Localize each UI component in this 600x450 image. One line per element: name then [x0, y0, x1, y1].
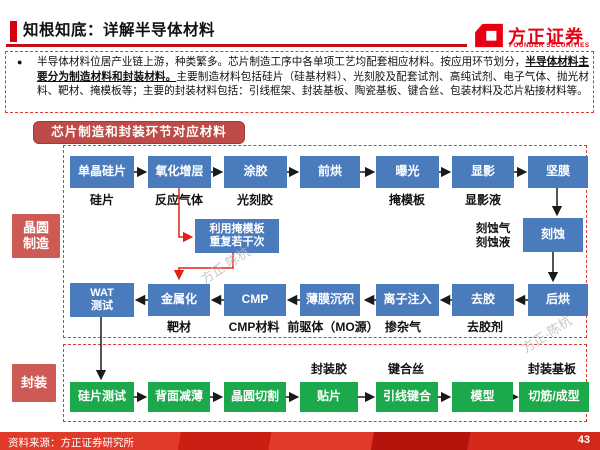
- footer-bar: 资料来源：方正证券研究所 43: [0, 432, 600, 450]
- node-wafer-dicing: 晶圆切割: [224, 382, 286, 412]
- node-mask-repeat-note: 利用掩模板 重复若干次: [195, 219, 279, 253]
- node-trim-form: 切筋/成型: [519, 382, 589, 412]
- source-note: 资料来源：方正证券研究所: [8, 437, 134, 449]
- material-package-substrate: 封装基板: [527, 362, 576, 376]
- intro-paragraph: 半导体材料位居产业链上游，种类繁多。芯片制造工序中各单项工艺均配套相应材料。按应…: [37, 55, 589, 99]
- node-oxidation: 氧化增层: [148, 156, 211, 188]
- page-title: 知根知底：详解半导体材料: [23, 22, 216, 39]
- node-postbake: 后烘: [528, 284, 588, 316]
- material-developer: 显影液: [464, 193, 501, 207]
- intro-part2: 主要制造材料包括硅片（硅基材料）、光刻胶及配套试剂、高纯试剂、电子气体、抛光材料…: [37, 70, 589, 98]
- diagram-banner: 芯片制造和封装环节对应材料: [33, 121, 245, 144]
- material-cmp-slurry: CMP材料: [228, 320, 280, 334]
- bullet-icon: ●: [17, 57, 23, 67]
- node-cmp: CMP: [224, 284, 286, 316]
- node-hardbake: 坚膜: [528, 156, 588, 188]
- node-etch: 刻蚀: [523, 218, 583, 252]
- intro-highlight: 半导体材料主要分为制造材料和封装材料。: [37, 56, 590, 83]
- node-develop: 显影: [452, 156, 514, 188]
- node-molding: 模型: [452, 382, 513, 412]
- node-strip: 去胶: [452, 284, 514, 316]
- node-exposure: 曝光: [376, 156, 439, 188]
- material-etch-gas-liquid: 刻蚀气 刻蚀液: [475, 223, 511, 250]
- logo-text-en: FOUNDER SECURITIES: [509, 42, 590, 49]
- material-dopant-gas: 掺杂气: [384, 320, 421, 334]
- title-accent-bar: [10, 21, 17, 42]
- node-mono-silicon-wafer: 单晶硅片: [70, 156, 134, 188]
- title-underline: [6, 44, 467, 47]
- material-molding-glue: 封装胶: [310, 362, 347, 376]
- node-die-attach: 贴片: [300, 382, 358, 412]
- wafer-fab-region-border: [63, 145, 587, 338]
- node-thin-film-deposition: 薄膜沉积: [300, 284, 360, 316]
- intro-text-box: ● 半导体材料位居产业链上游，种类繁多。芯片制造工序中各单项工艺均配套相应材料。…: [5, 51, 594, 113]
- section-label-wafer-fab: 晶圆 制造: [12, 214, 60, 258]
- page-number: 43: [577, 434, 590, 446]
- material-bonding-wire: 键合丝: [387, 362, 424, 376]
- logo-text-cn: 方正证券: [508, 27, 584, 47]
- material-target: 靶材: [166, 320, 191, 334]
- material-reaction-gas: 反应气体: [154, 193, 203, 207]
- node-metallization: 金属化: [148, 284, 210, 316]
- material-stripper: 去胶剂: [466, 320, 503, 334]
- node-back-grinding: 背面减薄: [148, 382, 210, 412]
- node-coating: 涂胶: [224, 156, 287, 188]
- section-label-packaging: 封装: [12, 364, 56, 402]
- node-wire-bonding: 引线键合: [376, 382, 438, 412]
- intro-part1: 半导体材料位居产业链上游，种类繁多。芯片制造工序中各单项工艺均配套相应材料。按应…: [37, 56, 526, 68]
- company-logo: 方正证券 FOUNDER SECURITIES: [474, 23, 594, 49]
- material-photoresist: 光刻胶: [236, 193, 273, 207]
- material-silicon-wafer: 硅片: [89, 193, 114, 207]
- node-ion-implantation: 离子注入: [376, 284, 439, 316]
- material-mask: 掩模板: [388, 193, 425, 207]
- material-precursor: 前驱体（MO源）: [287, 320, 379, 334]
- founder-logo-icon: [475, 23, 503, 48]
- node-prebake: 前烘: [300, 156, 360, 188]
- node-wat-test: WAT 测试: [70, 283, 134, 317]
- node-wafer-test: 硅片测试: [70, 382, 134, 412]
